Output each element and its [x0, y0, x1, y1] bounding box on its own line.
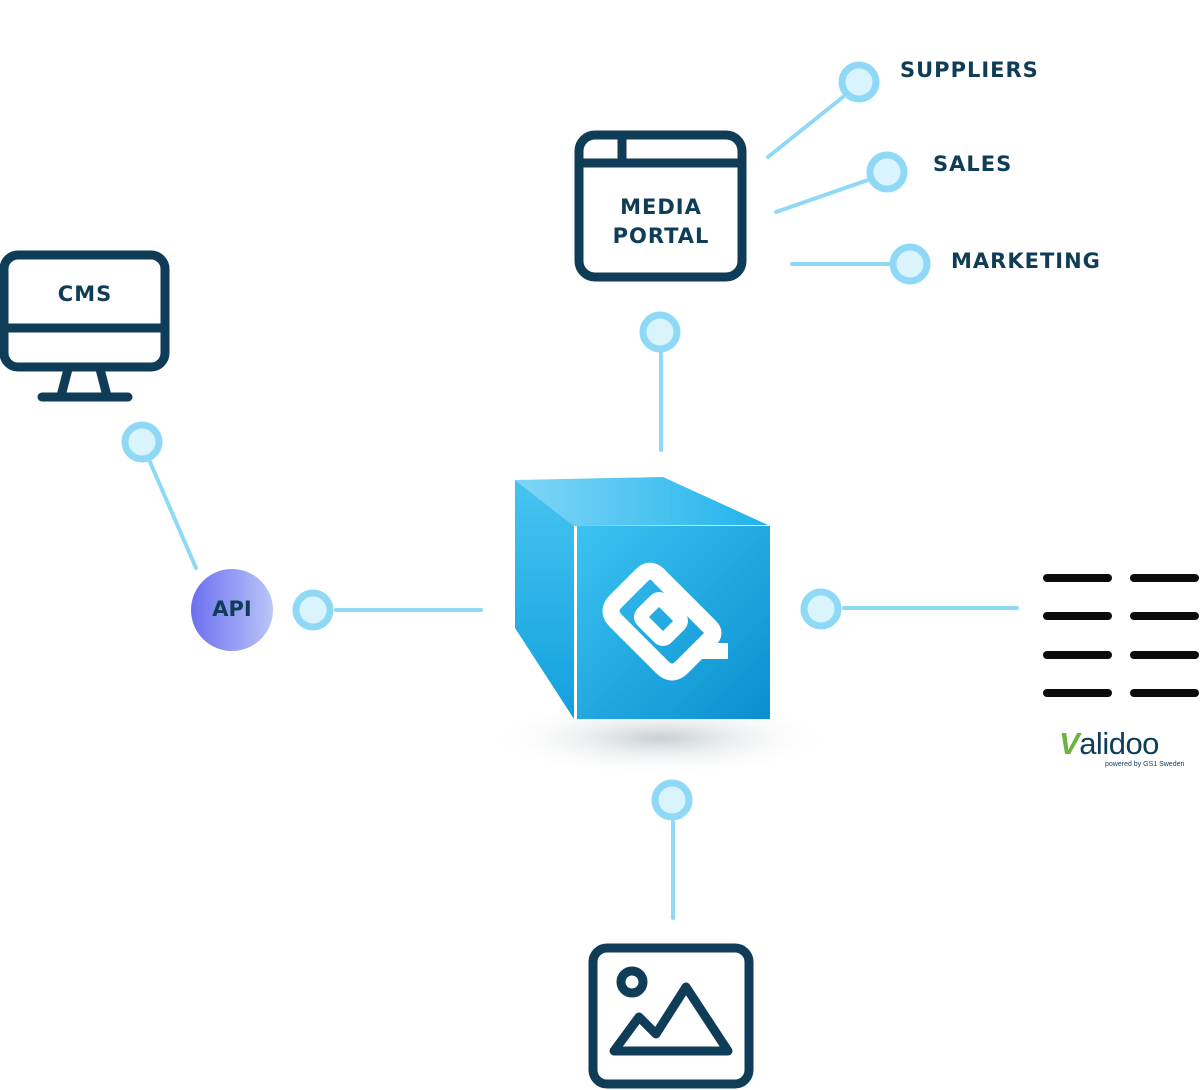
media-portal-line1: MEDIA [620, 195, 702, 219]
node-suppliers [838, 61, 880, 103]
node-marketing [889, 243, 931, 285]
junction-nodes [121, 61, 931, 821]
api-node [191, 569, 273, 651]
api-label: API [212, 597, 252, 621]
node-image [651, 779, 693, 821]
monitor-icon [0, 250, 170, 402]
node-sales [866, 151, 908, 193]
connectors [148, 95, 1019, 920]
node-cms [121, 421, 163, 463]
connector-sales [774, 178, 870, 214]
validoo-tagline: powered by GS1 Sweden [1105, 761, 1185, 768]
image-icon [588, 943, 754, 1089]
sales-label: SALES [933, 152, 1013, 176]
node-media-portal [639, 311, 681, 353]
validoo-bars-icon [1043, 574, 1199, 697]
validoo-logo-rest: alidoo [1079, 726, 1159, 761]
node-api [292, 589, 334, 631]
browser-window-icon [574, 130, 747, 282]
node-validoo [800, 588, 842, 630]
connector-suppliers [766, 95, 845, 159]
cube-logo [515, 477, 770, 719]
marketing-label: MARKETING [951, 249, 1101, 273]
cms-label: CMS [57, 282, 113, 306]
q-logo-icon [602, 562, 728, 681]
media-portal-line2: PORTAL [612, 224, 710, 248]
media-portal-label: MEDIA PORTAL [575, 193, 747, 251]
validoo-logo: Validoo [1059, 726, 1159, 762]
suppliers-label: SUPPLIERS [900, 58, 1039, 82]
connector-cms-api [148, 460, 198, 570]
validoo-logo-v: V [1059, 726, 1080, 761]
